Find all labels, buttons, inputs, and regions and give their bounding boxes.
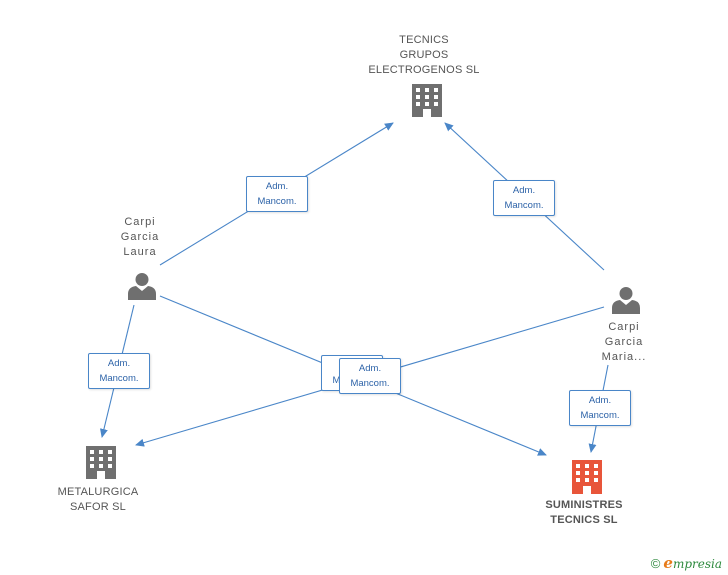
node-label-line: SAFOR SL — [69, 501, 126, 513]
edge-label-maria-tecnics[interactable]: Adm. Mancom. — [493, 180, 555, 216]
edge-label-maria-suministres[interactable]: Adm. Mancom. — [569, 390, 631, 426]
edge-label-line1: Adm. — [588, 395, 612, 406]
node-label-line: Maria... — [601, 351, 647, 363]
copyright-icon: © — [650, 556, 661, 571]
edge-label-line1: Adm. — [358, 363, 382, 374]
node-label-line: SUMINISTRES — [545, 499, 623, 511]
edge-label-line2: Mancom. — [350, 378, 390, 389]
building-icon-tecnics[interactable] — [412, 84, 442, 117]
edge-label-line2: Mancom. — [99, 373, 139, 384]
node-label-laura: Carpi Garcia Laura — [100, 215, 180, 260]
edge-label-line2: Mancom. — [257, 196, 297, 207]
edge-label-line2: Mancom. — [580, 410, 620, 421]
edge-label-line1: Adm. — [107, 358, 131, 369]
edge-label-line1: Adm. — [512, 185, 536, 196]
node-label-line: ELECTROGENOS SL — [368, 64, 480, 76]
node-label-suministres: SUMINISTRES TECNICS SL — [528, 498, 640, 528]
brand-initial: e — [663, 554, 673, 572]
building-icon-metalurgica[interactable] — [86, 446, 116, 479]
edges — [99, 122, 609, 456]
node-label-line: TECNICS — [399, 34, 449, 46]
node-label-line: Carpi — [124, 216, 156, 228]
node-label-maria: Carpi Garcia Maria... — [584, 320, 664, 365]
brand-name: mpresia — [672, 557, 722, 571]
node-label-line: Carpi — [608, 321, 640, 333]
node-label-tecnics: TECNICS GRUPOS ELECTROGENOS SL — [352, 33, 496, 78]
node-label-line: TECNICS SL — [550, 514, 618, 526]
node-label-line: GRUPOS — [399, 49, 449, 61]
edge-label-laura-metalurgica[interactable]: Adm. Mancom. — [88, 353, 150, 389]
person-icon-laura[interactable] — [128, 273, 156, 300]
edge-label-line2: Mancom. — [504, 200, 544, 211]
node-label-line: Garcia — [120, 231, 160, 243]
building-icon-suministres[interactable] — [572, 460, 602, 494]
node-label-metalurgica: METALURGICA SAFOR SL — [46, 485, 150, 515]
person-icon-maria[interactable] — [612, 287, 640, 314]
edge-label-laura-tecnics[interactable]: Adm. Mancom. — [246, 176, 308, 212]
node-label-line: Laura — [123, 246, 157, 258]
footer-brand[interactable]: ©empresia — [651, 554, 722, 572]
edge-label-maria-metalurgica[interactable]: Adm. Mancom. — [339, 358, 401, 394]
node-label-line: METALURGICA — [57, 486, 139, 498]
edge-label-line1: Adm. — [265, 181, 289, 192]
node-label-line: Garcia — [604, 336, 644, 348]
